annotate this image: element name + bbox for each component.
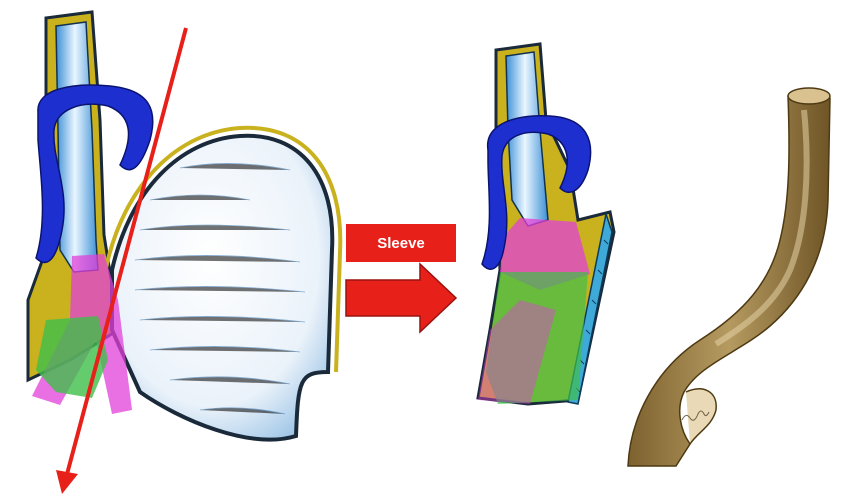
transition-arrow [346, 264, 456, 332]
sleeve-label: Sleeve [346, 224, 456, 262]
arrow-shape [346, 264, 456, 332]
pre-op-anatomy [28, 12, 340, 494]
tube-lower-opening [686, 389, 716, 444]
sleeve-tube [628, 88, 830, 466]
tube-body [628, 92, 830, 466]
cut-line-arrowhead [56, 470, 78, 494]
post-op-anatomy [478, 44, 614, 404]
tube-opening [788, 88, 830, 104]
